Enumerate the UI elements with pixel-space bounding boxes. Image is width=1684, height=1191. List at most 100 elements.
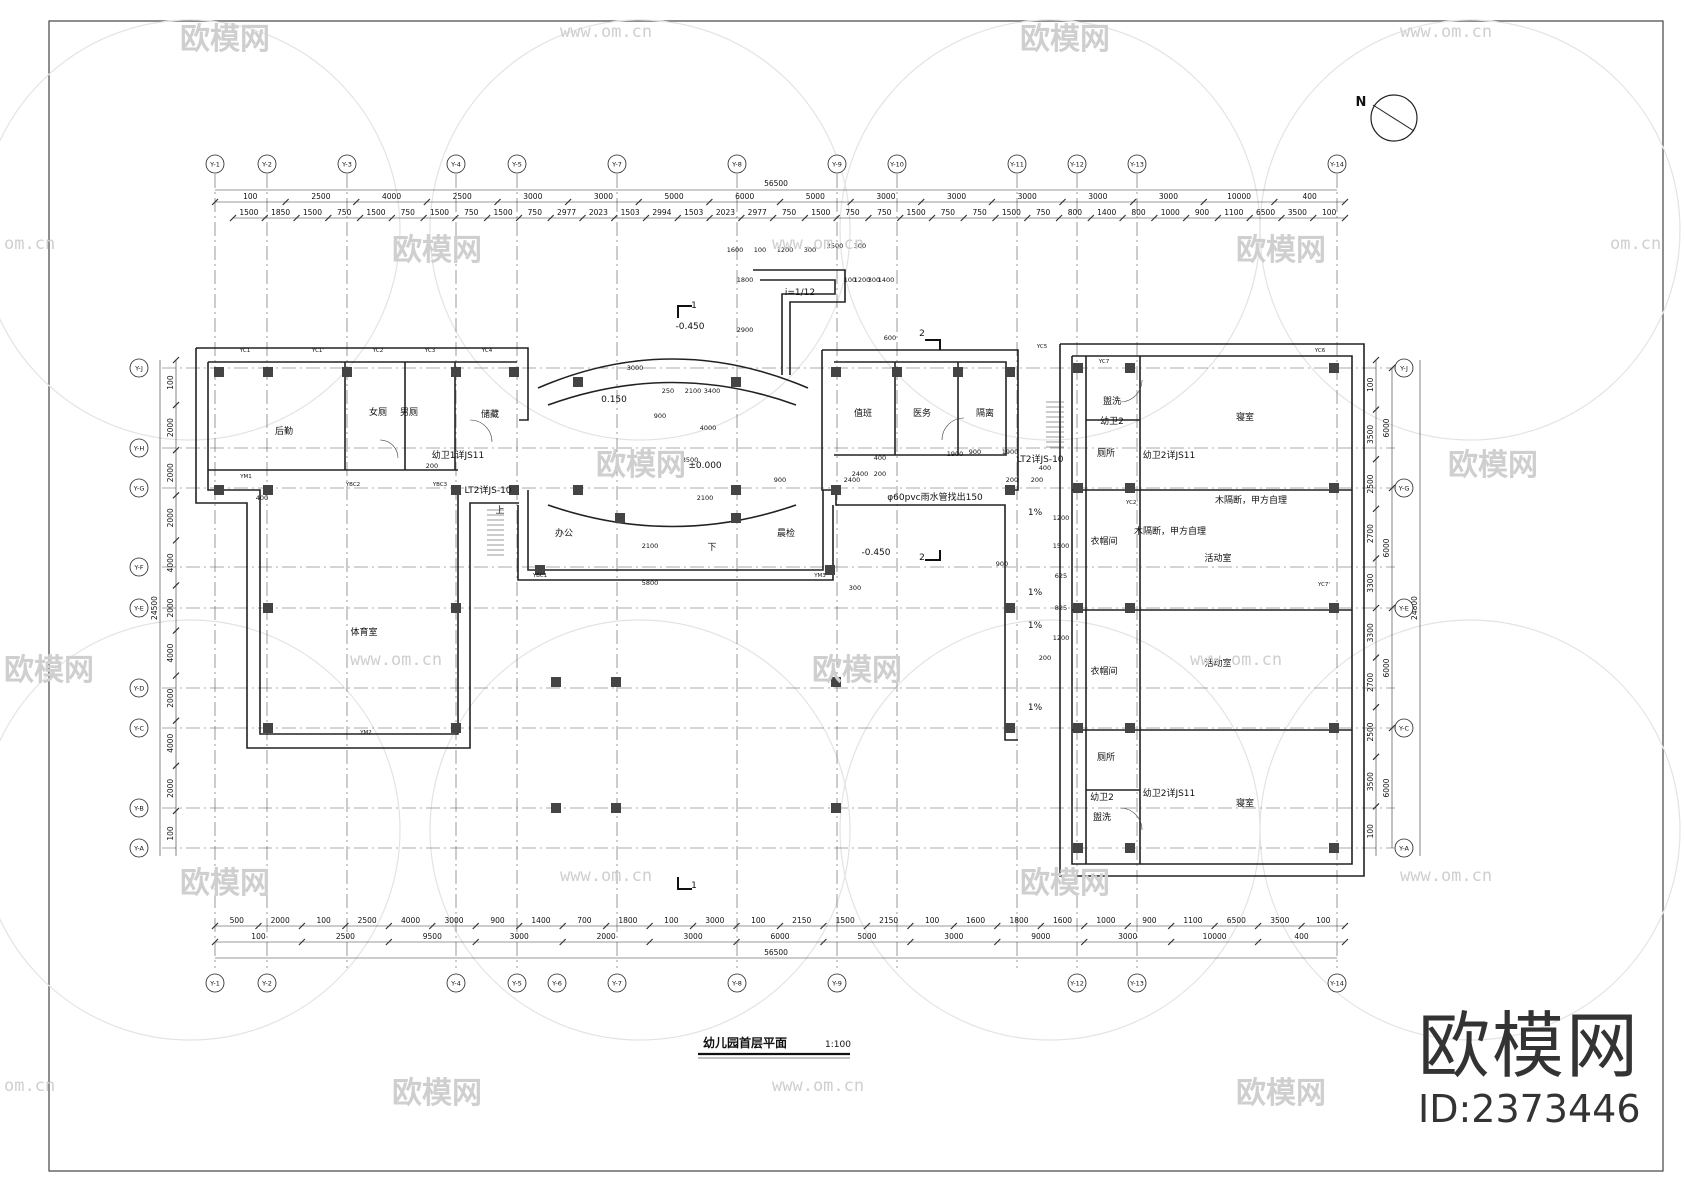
dim-bottom-row1-17: 1600 [966,916,985,925]
wall-entrance-arc [537,358,809,389]
axis-right-0-ring [1394,358,1414,378]
column-11 [263,723,273,733]
dim-right-col1-2: 2500 [1366,474,1375,493]
dim-top-row1-11: 3000 [1018,192,1037,201]
column-12 [451,723,461,733]
axis-bottom-9: Y-13 [1129,980,1144,988]
room-isolation: 隔离 [976,407,994,419]
dim-top-row2-16: 2977 [748,208,767,217]
opening-12: YBC1 [532,573,547,579]
axis-left-8: Y-A [133,845,144,853]
dim-bottom-row1-24: 3500 [1270,916,1289,925]
axis-bottom-8-ring [1067,973,1087,993]
dim-total-width-top: 56500 [764,179,788,188]
dim-top-row2-2: 1500 [303,208,322,217]
column-46 [615,513,625,523]
opening-3: YC3 [424,348,436,354]
dim-bottom-row1-5: 3000 [444,916,463,925]
slope-2: 1% [1028,588,1043,598]
axis-top-4: Y-5 [511,161,522,169]
dim-misc-29: 5800 [642,579,659,587]
dim-misc-11: 1400 [878,276,895,284]
dim-top-row1-6: 5000 [665,192,684,201]
dim-bottom-row2-3: 3000 [510,932,529,941]
stair-note-right: LT2详JS-10 [1016,453,1063,465]
dim-bottom-row2-11: 10000 [1203,932,1227,941]
axis-left-7: Y-B [133,805,144,813]
column-6 [263,485,273,495]
building-walls [195,269,1365,877]
dim-misc-8: 100 [844,276,856,284]
room-bedroom-bot: 寝室 [1236,797,1254,809]
room-male-wc: 男厕 [400,407,418,418]
dim-top-row1-10: 3000 [947,192,966,201]
watermark-brand-9: 欧模网 [180,866,270,901]
dim-bottom-row1-12: 100 [751,916,766,925]
dim-misc-41: 1200 [1053,634,1070,642]
level-outdoor-top: -0.450 [675,322,704,332]
door-swings [379,379,1143,831]
column-23 [831,485,841,495]
axis-top-2-ring [337,154,357,174]
column-43 [731,377,741,387]
column-24 [1005,485,1015,495]
dim-bottom-row1-15: 2150 [879,916,898,925]
axis-right-2-ring [1394,598,1414,618]
column-25 [1005,603,1015,613]
opening-6: YC6 [1314,348,1326,354]
column-26 [1005,723,1015,733]
dim-right-col1-5: 3300 [1366,623,1375,642]
column-15 [831,677,841,687]
dim-top-row2-20: 750 [877,208,892,217]
column-0 [214,367,224,377]
opening-5: YC5 [1036,344,1048,350]
opening-4: YC4 [481,348,493,354]
column-7 [451,485,461,495]
dim-top-row2-7: 750 [464,208,479,217]
wall-left-upper [195,348,519,749]
dim-right-col2-3: 6000 [1382,778,1391,797]
dim-misc-30: 300 [849,584,861,592]
up-left: 上 [495,505,504,516]
dim-misc-20: 250 [662,387,674,395]
dim-top-row2-13: 2994 [652,208,671,217]
dim-misc-19: 400 [256,494,268,502]
dim-left-col-0: 100 [166,375,175,390]
opening-14: YBC3 [432,482,448,488]
wall-right-block [1059,343,1365,877]
axis-top-5-ring [607,154,627,174]
opening-15: YC2' [1125,500,1138,506]
dim-misc-43: 200 [1039,654,1051,662]
axis-bottom-1: Y-2 [261,980,272,988]
column-20 [892,367,902,377]
dim-bottom-row1-20: 1000 [1096,916,1115,925]
axis-right-3: Y-C [1398,725,1410,733]
axis-left-3-ring [129,557,149,577]
dim-misc-42: 400 [1039,464,1051,472]
watermark-url-6: www.om.cn [560,866,653,886]
dim-top-row1-0: 100 [243,192,258,201]
column-33 [1073,603,1083,613]
dim-right-col1-7: 2500 [1366,722,1375,741]
dim-bottom-row1-18: 1800 [1009,916,1028,925]
axis-top-10-ring [1067,154,1087,174]
dim-top-row1-12: 3000 [1088,192,1107,201]
dim-left-col-6: 4000 [166,643,175,662]
dim-misc-35: 900 [996,560,1008,568]
axis-top-6: Y-8 [731,161,742,169]
dim-bottom-row2-4: 2000 [597,932,616,941]
room-kitchen: 后勤 [275,425,293,437]
dim-bottom-row2-9: 9000 [1031,932,1050,941]
room-female-wc: 女厕 [369,406,387,418]
axis-left-2-ring [129,478,149,498]
column-49 [535,565,545,575]
watermark-brand-12: 欧模网 [1236,1076,1326,1111]
ramp-slope: i=1/12 [785,288,815,298]
drawing-title-block: 幼儿园首层平面 1:100 [698,1035,851,1059]
axis-top-7: Y-9 [831,161,842,169]
room-kids-wc-bot: 幼卫2详JS11 [1143,787,1196,799]
dim-top-row2-31: 1100 [1224,208,1243,217]
